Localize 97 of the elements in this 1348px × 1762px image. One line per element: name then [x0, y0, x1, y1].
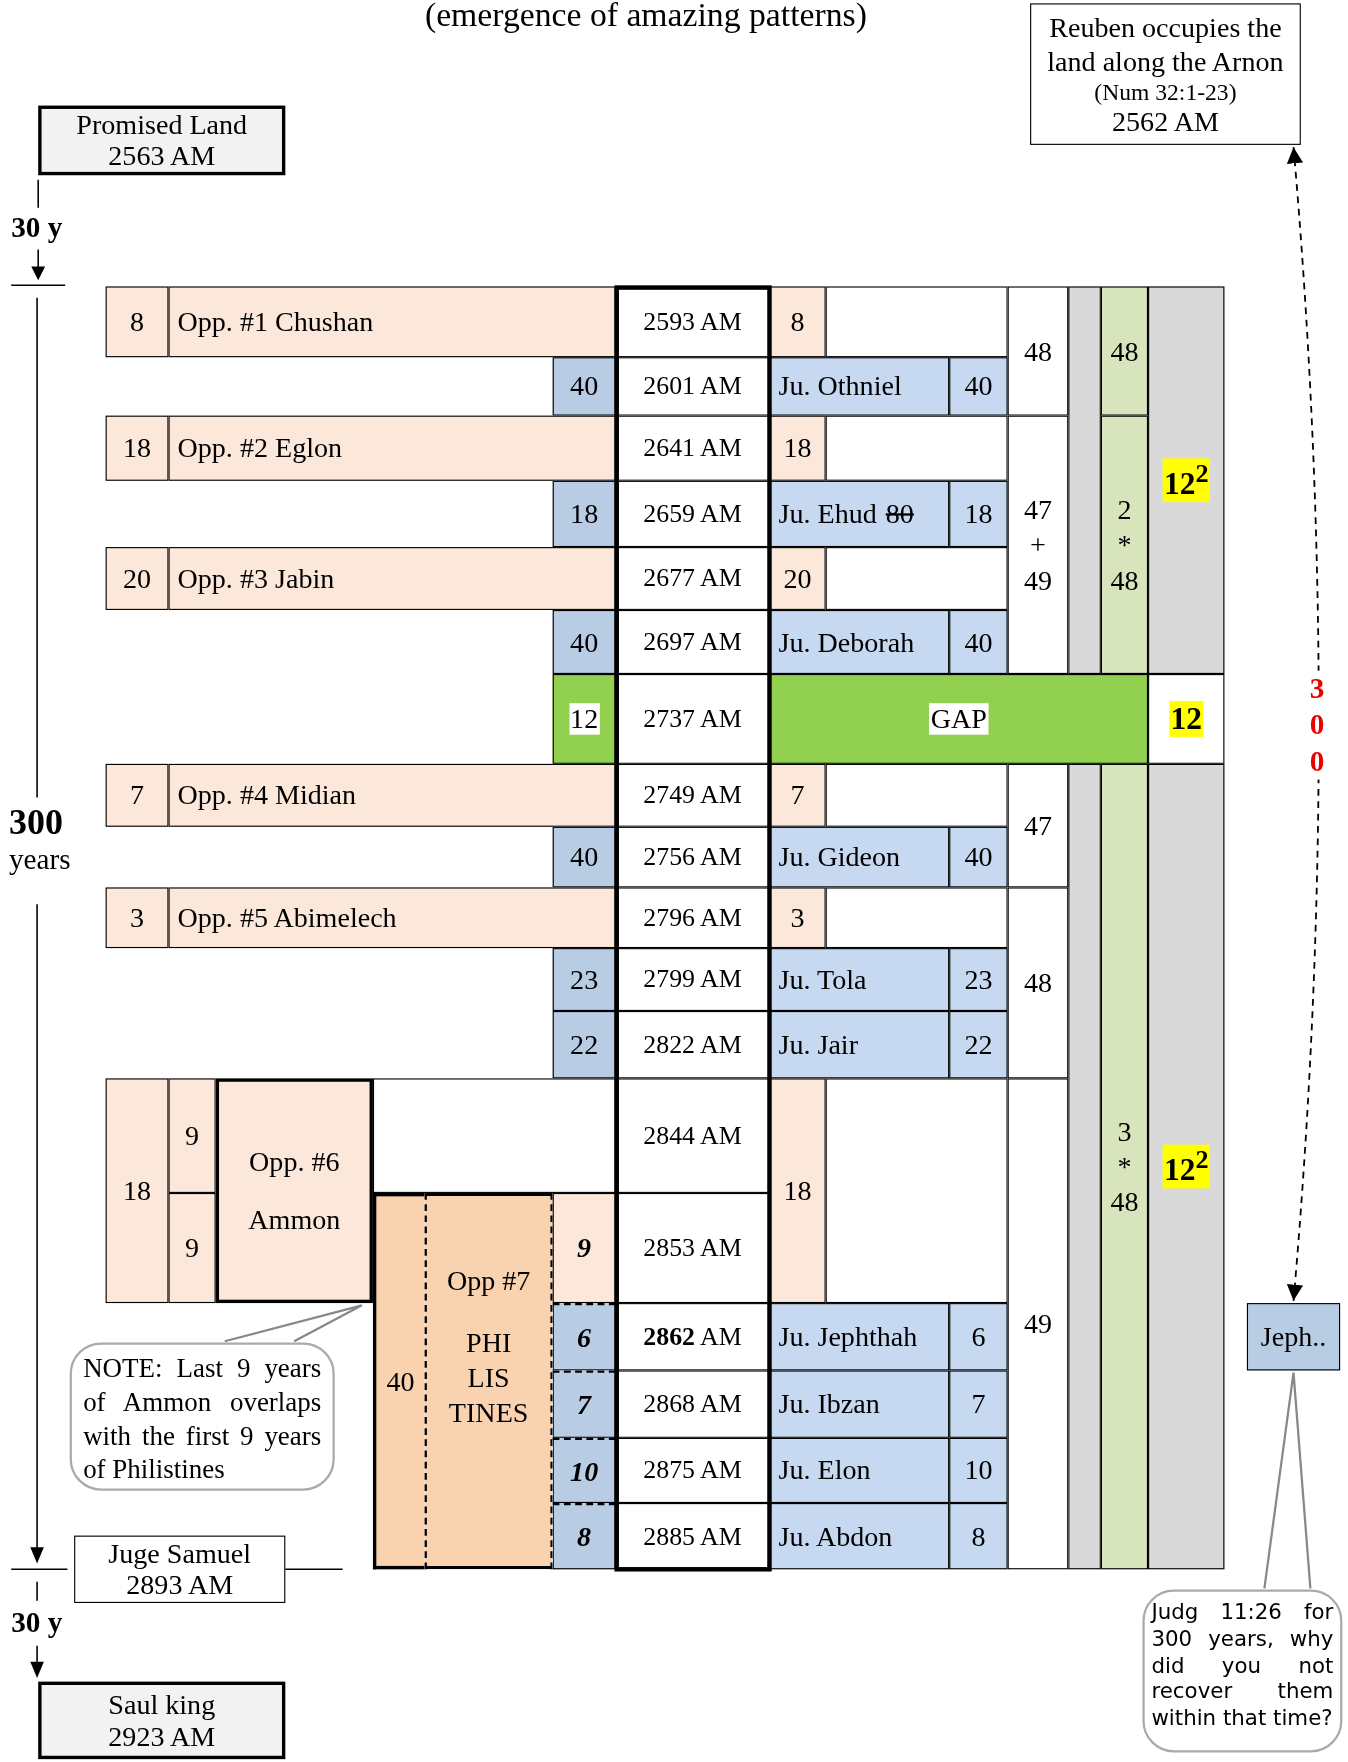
box-text: PHI LIS TINES [448, 1326, 529, 1430]
oppression-cell: Opp. #2 Eglon [168, 415, 616, 481]
box-text: 2893 AM [126, 1569, 234, 1601]
year-count-cell: 40 [949, 826, 1008, 888]
callout-tail [223, 1304, 364, 1343]
year-count-cell: 7 [769, 763, 826, 827]
summary-cell: 3 * 48 [1100, 763, 1149, 1570]
year-count-cell: 8 [949, 1503, 1008, 1570]
summary-cell: 48 [1007, 887, 1069, 1079]
judge-cell: Ju. Jair [769, 1011, 950, 1079]
year-count-cell: 23 [949, 948, 1008, 1011]
period-box [38, 1681, 286, 1760]
year-count-cell: 22 [949, 1011, 1008, 1079]
box-text: 2562 AM [1112, 106, 1219, 138]
judge-cell: Ju. Jephthah [769, 1303, 950, 1371]
struck-number: 80 [885, 498, 914, 530]
oppression-cell: Opp. #6 Ammon [215, 1078, 373, 1304]
year-count-cell: 40 [949, 609, 1008, 674]
judge-cell: Ju. Elon [769, 1437, 950, 1503]
box-text: Opp #7 [446, 1264, 531, 1296]
year-count-cell: 9 [168, 1078, 216, 1193]
year-count-cell: 18 [552, 480, 616, 548]
year-count-cell: 40 [552, 357, 616, 416]
callout-tail [1263, 1371, 1312, 1590]
year-count-cell: 18 [769, 1078, 826, 1304]
box-text: Promised Land [76, 108, 248, 141]
year-count-cell: 10 [552, 1437, 616, 1503]
measure-label: 30 y [11, 211, 63, 245]
judge-cell: Ju. Tola [769, 948, 950, 1011]
year-count-cell: 40 [552, 826, 616, 888]
period-box [74, 1535, 286, 1603]
gap-band: GAP [769, 674, 1149, 764]
year-count-cell: 40 [552, 609, 616, 674]
summary-cell: 12$^{2}$ [1148, 286, 1225, 674]
year-count-cell: 7 [949, 1370, 1008, 1438]
year-count-cell: 20 [769, 547, 826, 610]
summary-cell: 12 [1148, 674, 1225, 764]
summary-cell: 47 [1007, 763, 1069, 888]
oppression-cell: Opp. #4 Midian [168, 763, 616, 827]
judge-box: Jeph.. [1246, 1303, 1341, 1371]
judge-cell: Ju. Gideon [769, 826, 950, 888]
edge-label: 300 [1309, 670, 1325, 780]
summary-cell: 47 + 49 [1007, 415, 1069, 674]
year-count-cell: 23 [552, 948, 616, 1011]
year-count-cell: 12 [552, 674, 616, 764]
year-count-cell: 8 [552, 1503, 616, 1570]
year-count-cell: 8 [769, 286, 826, 358]
oppression-cell: Opp. #1 Chushan [168, 286, 616, 358]
year-count-cell: 7 [105, 763, 169, 827]
judge-cell: Ju. Deborah [769, 609, 950, 674]
year-count-cell: 7 [552, 1370, 616, 1438]
box-text: Ju. Ehud [778, 498, 877, 530]
column-bar [1068, 286, 1101, 674]
summary-cell: 48 [1007, 286, 1069, 416]
judge-cell: Ju. Othniel [769, 357, 950, 416]
year-count-cell: 9 [168, 1193, 216, 1304]
box-text: 2563 AM [108, 140, 216, 172]
title: (emergence of amazing patterns) [423, 0, 868, 34]
summary-cell: 12$^{2}$ [1148, 763, 1225, 1570]
period-box [38, 105, 286, 176]
year-count-cell: 3 [105, 887, 169, 949]
note-bubble: NOTE: Last 9 years of Ammon overlaps with the first 9 years of Philistines [69, 1342, 335, 1491]
year-count-cell: 18 [105, 1078, 169, 1304]
year-count-cell: 6 [552, 1303, 616, 1371]
column-bar [1068, 763, 1101, 1570]
note-bubble: Judg 11:26 for 300 years, why did you not recover them within that time? [1142, 1589, 1343, 1753]
year-count-cell: 3 [769, 887, 826, 949]
box-text: Saul king [108, 1688, 216, 1721]
oppression-cell: Opp. #5 Abimelech [168, 887, 616, 949]
year-count-cell: 22 [552, 1011, 616, 1079]
year-count-cell: 8 [105, 286, 169, 358]
measure-label: 300 years [9, 799, 71, 878]
box-text: (Num 32:1-23) [1094, 78, 1237, 107]
summary-cell: 49 [1007, 1078, 1069, 1570]
oppression-cell: Opp. #3 Jabin [168, 547, 616, 610]
year-count-cell: 40 [372, 1193, 425, 1570]
year-count-cell: 40 [949, 357, 1008, 416]
summary-cell: 48 [1100, 286, 1149, 416]
box-text: 2923 AM [108, 1720, 216, 1752]
summary-cell: 2 * 48 [1100, 415, 1149, 674]
empty-cell [825, 1078, 1008, 1304]
year-count-cell: 18 [949, 480, 1008, 548]
year-count-cell: 6 [949, 1303, 1008, 1371]
oppression-cell [424, 1193, 553, 1570]
judge-cell [769, 480, 950, 548]
judge-cell: Ju. Ibzan [769, 1370, 950, 1438]
year-count-cell: 20 [105, 547, 169, 610]
dashed-arrow [1286, 146, 1320, 1302]
year-count-cell: 10 [949, 1437, 1008, 1503]
event-box [1030, 3, 1301, 145]
box-text: Juge Samuel [108, 1537, 252, 1570]
box-text: Reuben occupies the land along the Arnon [1046, 10, 1285, 79]
year-count-cell: 18 [105, 415, 169, 481]
measure-label: 30 y [11, 1606, 63, 1641]
year-count-cell: 18 [769, 415, 826, 481]
year-count-cell: 9 [552, 1193, 616, 1304]
judge-cell: Ju. Abdon [769, 1503, 950, 1570]
